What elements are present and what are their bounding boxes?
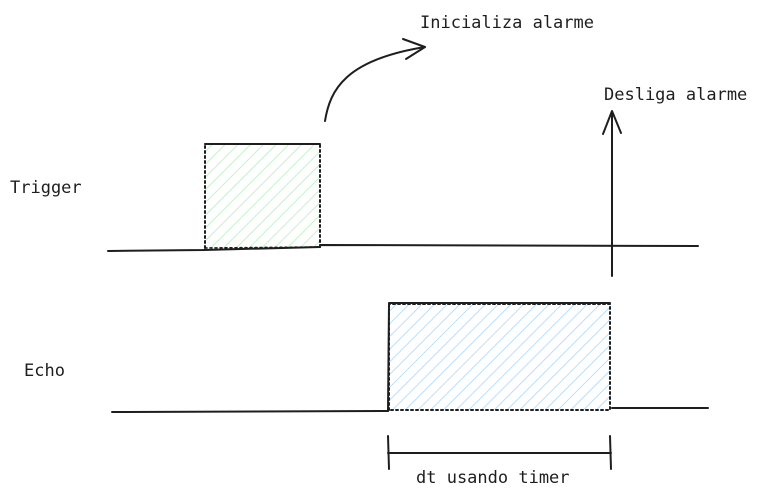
interval-dimension: dt usando timer — [387, 435, 612, 488]
stop-alarm-label: Desliga alarme — [604, 85, 747, 105]
echo-pulse — [389, 304, 611, 410]
interval-label: dt usando timer — [416, 468, 570, 488]
start-alarm-arrow — [324, 46, 426, 122]
echo-label: Echo — [24, 361, 65, 381]
stop-alarm-arrowhead-icon — [602, 110, 622, 135]
trigger-pulse — [205, 144, 320, 248]
stop-alarm-annotation: Desliga alarme — [602, 85, 747, 277]
trigger-label: Trigger — [10, 178, 82, 198]
echo-pulse-edges — [387, 302, 611, 412]
start-alarm-label: Inicializa alarme — [420, 13, 594, 33]
echo-signal: Echo — [24, 302, 709, 413]
trigger-pulse-base — [204, 246, 321, 249]
start-alarm-arrowhead-icon — [402, 38, 426, 60]
trigger-baseline — [107, 244, 699, 252]
trigger-signal: Trigger — [10, 143, 699, 252]
start-alarm-annotation: Inicializa alarme — [324, 13, 594, 122]
interval-right-tick — [609, 435, 612, 470]
echo-baseline — [111, 407, 709, 413]
interval-left-tick — [387, 435, 390, 470]
